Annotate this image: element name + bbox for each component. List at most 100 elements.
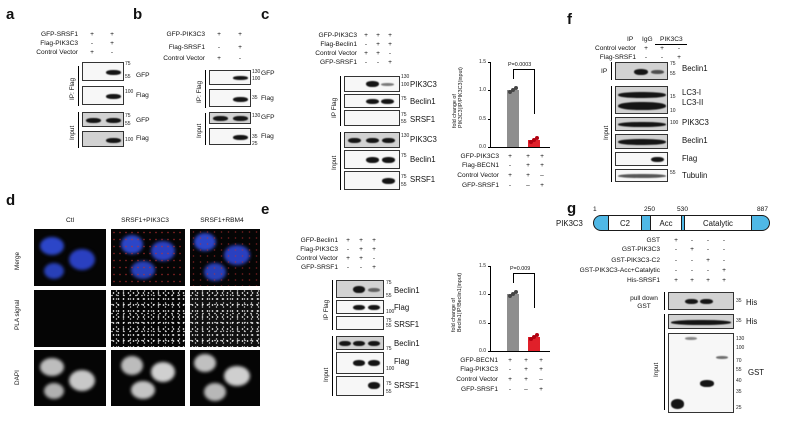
e-sig-bracket	[513, 273, 514, 283]
d-image-pla-srsf1-pik3c3	[111, 290, 185, 347]
b-sign: -	[217, 44, 221, 51]
g-marker: 35	[736, 298, 742, 304]
f-marker: 75	[670, 61, 676, 67]
e-blot-input-srsf1	[336, 376, 384, 396]
b-sign: +	[238, 44, 242, 51]
a-ip-bracket	[78, 66, 79, 106]
e-tbl-sign: +	[539, 357, 543, 364]
g-sign: +	[674, 277, 678, 284]
e-marker: 75	[386, 280, 392, 286]
a-blot-input-gfp	[82, 112, 124, 127]
b-sign: +	[217, 55, 221, 62]
c-bar-control	[507, 90, 519, 147]
c-chart-ylabel: fold change of PIK3C3(IP/PIK3C3(input)	[452, 67, 464, 128]
panel-label-a: a	[6, 6, 15, 23]
g-blot-input-gst	[668, 333, 734, 413]
b-input-bracket	[205, 113, 206, 145]
c-ytick-label: 1.0	[479, 87, 486, 93]
f-sign: -	[660, 54, 664, 61]
g-pos-1: 1	[593, 206, 597, 213]
c-sign: -	[364, 41, 368, 48]
g-blot-input-his	[668, 314, 734, 329]
a-blot-input-flag	[82, 131, 124, 147]
g-sign: -	[674, 267, 678, 274]
c-ytick-label: 0.0	[479, 144, 486, 150]
e-sign: -	[359, 264, 363, 271]
g-domain-acc-label: Acc	[659, 219, 673, 228]
c-band-pik3c3: PIK3C3	[410, 80, 437, 89]
c-tbl-flag-becn1: Flag-BECN1	[461, 162, 499, 169]
d-image-pla-ctl	[34, 290, 106, 347]
g-sign: -	[674, 257, 678, 264]
g-domain-catalytic	[684, 216, 752, 230]
e-blot-input-beclin1	[336, 336, 384, 350]
c-blot-input-beclin1	[344, 150, 400, 169]
c-sign: -	[388, 50, 392, 57]
f-band-tubulin: Tubulin	[682, 171, 708, 180]
d-col-srsf1-pik3c3: SRSF1+PIK3C3	[121, 217, 169, 224]
e-pvalue: P=0.009	[510, 266, 531, 272]
g-protein-name: PIK3C3	[556, 219, 583, 228]
panel-label-g: g	[567, 200, 577, 217]
d-col-srsf1-rbm4: SRSF1+RBM4	[200, 217, 244, 224]
e-tbl-sign: -	[508, 366, 512, 373]
e-input-label: Input	[323, 367, 330, 382]
c-data-point	[511, 88, 515, 92]
c-ytick	[488, 119, 491, 120]
g-domain-catalytic-label: Catalytic	[703, 219, 733, 228]
f-band-pik3c3: PIK3C3	[682, 118, 709, 127]
panel-label-e: e	[261, 201, 270, 218]
a-marker: 100	[125, 137, 134, 143]
e-ytick	[488, 294, 491, 295]
g-sign: +	[706, 277, 710, 284]
e-sign: -	[346, 264, 350, 271]
g-band-his: His	[746, 298, 758, 307]
c-tbl-gfp-srsf1: GFP-SRSF1	[461, 182, 499, 189]
c-tbl-sign: -	[508, 182, 512, 189]
c-marker: 130	[401, 74, 410, 80]
e-label-gfp-beclin1: GFP-Beclin1	[300, 237, 338, 244]
c-ytick-label: 0.5	[479, 116, 486, 122]
e-ytick-label: 1.5	[479, 263, 486, 269]
e-band-srsf1: SRSF1	[394, 320, 420, 329]
c-data-point	[529, 140, 533, 144]
a-sign: +	[90, 49, 94, 56]
e-tbl-sign: +	[524, 357, 528, 364]
g-marker: 25	[736, 405, 742, 411]
e-chart-ylabel: fold change of Beclin1(IP/Beclin1(input)	[451, 272, 463, 332]
c-ytick	[488, 62, 491, 63]
a-marker: 75	[125, 61, 131, 67]
d-image-dapi-srsf1-rbm4	[190, 350, 260, 406]
c-marker: 75	[401, 174, 407, 180]
d-row-merge: Merge	[14, 251, 21, 270]
f-marker: 15	[670, 94, 676, 100]
e-label-flag-pik3c3: Flag-PIK3C3	[300, 246, 338, 253]
c-data-point	[532, 138, 536, 142]
a-label-gfp-srsf1: GFP-SRSF1	[40, 31, 78, 38]
g-band-his-input: His	[746, 317, 758, 326]
e-band-beclin1-input: Beclin1	[394, 339, 420, 348]
b-band-flag: Flag	[261, 95, 274, 102]
g-label-gst-pik3c3-acc-catalytic: GST-PIK3C3-Acc+Catalytic	[579, 267, 660, 274]
e-band-flag-input: Flag	[394, 357, 410, 366]
f-marker: 100	[670, 120, 679, 126]
f-sign: +	[677, 54, 681, 61]
a-blot-ip-flag	[82, 86, 124, 105]
f-marker: 55	[670, 71, 676, 77]
g-sign: +	[722, 277, 726, 284]
e-data-point	[514, 290, 518, 294]
g-pos-887: 887	[757, 206, 769, 213]
e-tbl-sign: +	[508, 357, 512, 364]
e-data-point	[511, 292, 515, 296]
c-marker: 75	[401, 96, 407, 102]
e-tbl-sign: +	[539, 366, 543, 373]
e-marker: 100	[386, 366, 395, 372]
c-tbl-sign: +	[526, 153, 530, 160]
g-marker: 35	[736, 318, 742, 324]
a-sign: +	[90, 31, 94, 38]
c-sign: +	[388, 41, 392, 48]
f-sign: -	[644, 54, 648, 61]
g-sign: -	[706, 237, 710, 244]
c-tbl-sign: +	[540, 162, 544, 169]
